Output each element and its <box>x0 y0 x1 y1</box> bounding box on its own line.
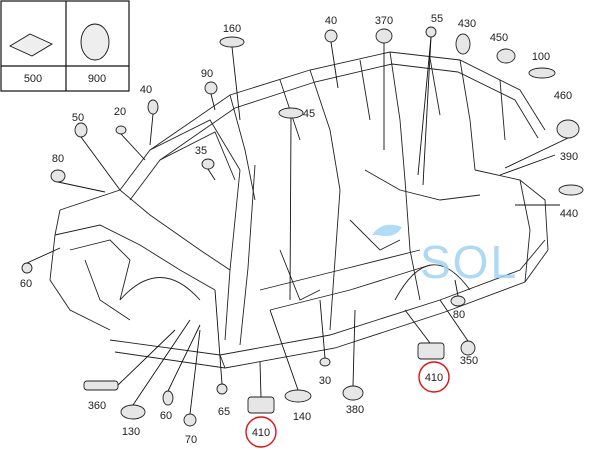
highlight-circle-410-right <box>418 361 450 393</box>
callout-160: 160 <box>223 23 241 35</box>
callout-350: 350 <box>460 355 478 367</box>
callout-60-bottom: 60 <box>160 410 172 422</box>
plug-90 <box>204 81 218 95</box>
callout-20: 20 <box>114 106 126 118</box>
callout-370: 370 <box>375 15 393 27</box>
callout-35: 35 <box>195 145 207 157</box>
plug-370 <box>375 28 393 44</box>
plug-40-top <box>324 29 338 43</box>
plug-80-right <box>450 295 466 307</box>
legend-left-value: 500 <box>24 73 42 85</box>
plug-50 <box>74 122 88 138</box>
legend-right-value: 900 <box>88 73 106 85</box>
callout-140: 140 <box>293 411 311 423</box>
callout-40-left: 40 <box>140 84 152 96</box>
plug-60-bottom <box>162 390 174 406</box>
callout-410-right: 410 <box>425 372 443 384</box>
watermark-text: SOL <box>420 236 518 288</box>
callout-430: 430 <box>458 18 476 30</box>
plug-35 <box>201 158 215 170</box>
pad-360 <box>83 380 119 391</box>
plug-430 <box>455 33 471 55</box>
plug-350 <box>460 340 476 356</box>
plug-460 <box>556 119 580 139</box>
callout-30: 30 <box>319 375 331 387</box>
plug-55 <box>425 26 437 38</box>
callout-380: 380 <box>346 404 364 416</box>
callout-labels: 160 40 370 55 430 450 100 90 40 45 20 50… <box>20 13 578 446</box>
plug-60-left <box>21 262 33 274</box>
plug-70 <box>183 413 197 427</box>
callout-450: 450 <box>490 32 508 44</box>
plug-160 <box>219 36 245 48</box>
plug-20 <box>115 125 127 135</box>
legend-box: 500 900 <box>0 0 130 92</box>
callout-80-left: 80 <box>52 153 64 165</box>
callout-55: 55 <box>431 13 443 25</box>
callout-80-right: 80 <box>453 309 465 321</box>
callout-390: 390 <box>560 151 578 163</box>
plug-30 <box>319 357 331 367</box>
callout-360: 360 <box>88 400 106 412</box>
block-410-bottom <box>247 396 275 414</box>
plug-380 <box>342 385 364 401</box>
plug-130 <box>120 404 146 420</box>
vehicle-body-outline <box>49 51 549 369</box>
block-410-right <box>417 342 445 360</box>
watermark: SOL <box>372 224 518 288</box>
plug-140 <box>284 389 312 403</box>
callout-100: 100 <box>532 51 550 63</box>
callout-45: 45 <box>303 108 315 120</box>
callout-40-top: 40 <box>325 15 337 27</box>
leader-lines <box>26 36 569 415</box>
callout-460: 460 <box>554 90 572 102</box>
plug-450 <box>496 48 516 64</box>
callout-90: 90 <box>201 68 213 80</box>
callout-50: 50 <box>72 112 84 124</box>
callout-410-bottom: 410 <box>252 427 270 439</box>
legend-frame <box>0 0 130 92</box>
plug-65 <box>216 383 228 395</box>
plug-45 <box>278 107 304 119</box>
callout-60-left: 60 <box>20 278 32 290</box>
round-pad-icon <box>80 23 110 61</box>
plug-40-left <box>147 99 159 115</box>
callout-65: 65 <box>218 406 230 418</box>
square-pad-icon <box>9 33 53 57</box>
plug-100 <box>528 67 556 79</box>
plug-440 <box>558 184 584 196</box>
callout-70: 70 <box>185 434 197 446</box>
callout-440: 440 <box>560 208 578 220</box>
callout-130: 130 <box>122 426 140 438</box>
plug-80-left <box>50 169 66 183</box>
highlight-circle-410-bottom <box>245 416 277 448</box>
watermark-logo-icon <box>372 224 402 236</box>
plug-parts <box>21 26 584 427</box>
